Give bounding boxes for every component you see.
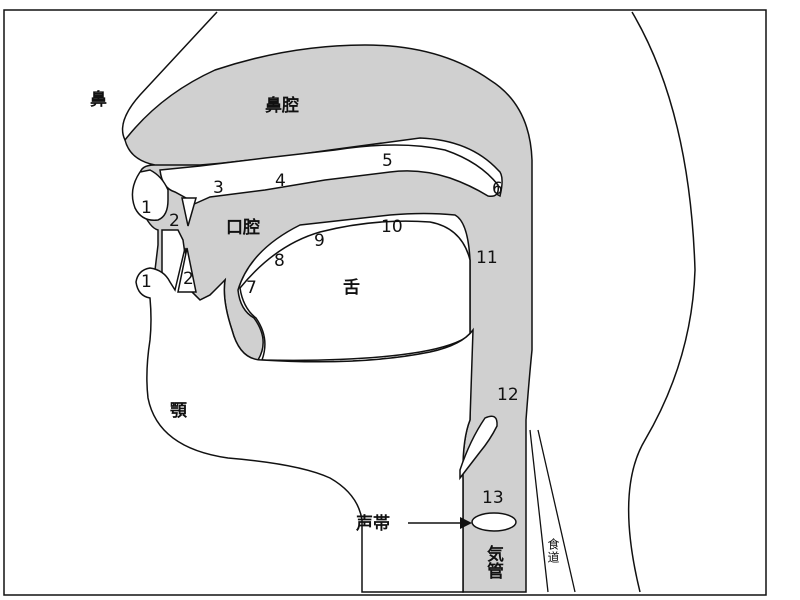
point-label-8: 8 — [274, 251, 285, 271]
point-label-1-lower: 1 — [141, 272, 152, 292]
point-label-5: 5 — [382, 151, 393, 171]
esophagus-outline — [529, 429, 576, 593]
jaw-label: 顎 — [170, 401, 187, 421]
vocal-cords-shape — [471, 512, 517, 532]
lower-teeth-shape — [177, 247, 197, 293]
epiglottis-shape — [459, 415, 498, 481]
point-label-13: 13 — [482, 488, 504, 508]
tongue-shape — [239, 220, 471, 362]
point-label-4: 4 — [275, 171, 286, 191]
point-label-7: 7 — [246, 278, 257, 298]
trachea-label: 気管 — [483, 545, 503, 579]
point-label-12: 12 — [497, 385, 519, 405]
nasal-cavity-label: 鼻腔 — [265, 96, 299, 116]
upper-teeth-shape — [181, 197, 197, 227]
point-label-6: 6 — [492, 179, 503, 199]
neck-back-outline — [627, 11, 696, 593]
diagram-frame — [3, 9, 767, 596]
point-label-2-upper: 2 — [169, 211, 180, 231]
tongue-label: 舌 — [343, 278, 360, 298]
upper-lip-shape — [131, 169, 169, 221]
point-label-9: 9 — [314, 231, 325, 251]
nose-label: 鼻 — [90, 90, 107, 110]
vocal-cords-label: 声帯 — [356, 514, 390, 534]
vocal-cords-arrow-head — [460, 517, 472, 529]
point-label-10: 10 — [381, 217, 403, 237]
point-label-3: 3 — [213, 178, 224, 198]
point-label-11: 11 — [476, 248, 498, 268]
jaw-face-shape — [135, 247, 474, 593]
point-label-2-lower: 2 — [183, 269, 194, 289]
nose-bridge-outline — [121, 11, 218, 141]
point-label-1-upper: 1 — [141, 198, 152, 218]
oral-cavity-label: 口腔 — [226, 218, 260, 238]
esophagus-label: 食道 — [546, 538, 560, 564]
